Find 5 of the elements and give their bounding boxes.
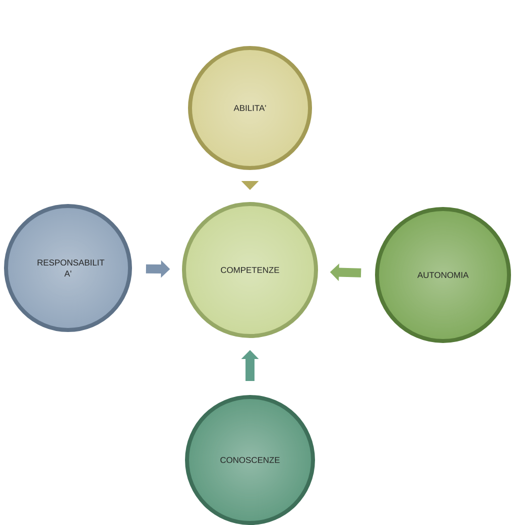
circle-node: AUTONOMIA <box>375 207 511 343</box>
circle-node: RESPONSABILIT A' <box>4 204 132 332</box>
circle-node: ABILITA' <box>188 46 312 170</box>
circle-node: CONOSCENZE <box>185 395 315 525</box>
circle-node: COMPETENZE <box>182 202 318 338</box>
